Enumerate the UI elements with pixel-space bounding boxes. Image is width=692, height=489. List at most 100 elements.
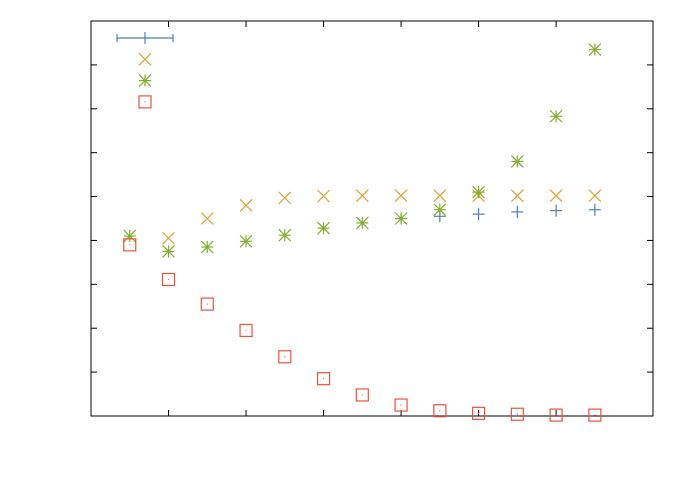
marker-stroke [472, 185, 486, 199]
data-point [394, 189, 408, 203]
marker-stroke [161, 272, 176, 287]
marker-stroke [549, 408, 563, 422]
marker-dot [400, 404, 402, 406]
marker-stroke [278, 191, 292, 205]
marker-stroke [549, 109, 563, 123]
marker-stroke [317, 189, 330, 203]
data-point [355, 216, 369, 230]
data-point [471, 406, 486, 420]
data-point [278, 228, 292, 242]
data-point [200, 212, 214, 225]
series-4 [123, 238, 602, 422]
marker-stroke [510, 189, 524, 203]
marker-dot [245, 329, 247, 332]
marker-dot [206, 303, 208, 305]
marker-stroke [394, 212, 408, 225]
legend-entry-2 [138, 52, 152, 66]
data-point [588, 43, 602, 56]
marker-stroke [162, 231, 175, 245]
marker-stroke [355, 189, 369, 203]
data-point [472, 185, 486, 199]
marker-stroke [433, 203, 447, 217]
data-point [549, 109, 563, 123]
marker-dot [555, 414, 557, 416]
marker-stroke [239, 198, 253, 212]
axes [90, 20, 654, 417]
marker-stroke [510, 407, 524, 421]
marker-stroke [138, 74, 152, 88]
data-point [123, 229, 137, 243]
marker-stroke [433, 404, 447, 418]
data-point [510, 407, 524, 421]
data-point [588, 203, 601, 216]
marker-stroke [200, 240, 214, 254]
data-point [161, 272, 176, 287]
marker-stroke [317, 221, 330, 235]
marker-stroke [138, 52, 152, 66]
legend-entry-3 [138, 74, 152, 88]
marker-stroke [394, 189, 408, 203]
legend [116, 32, 174, 109]
data-point [239, 323, 253, 338]
legend-marker [138, 95, 152, 109]
data-point [317, 189, 330, 203]
marker-stroke [162, 244, 175, 258]
marker-dot [361, 394, 363, 396]
data-point [549, 189, 563, 203]
data-point [239, 198, 253, 212]
plot-frame [90, 20, 654, 417]
data-point [394, 398, 408, 412]
legend-entry-4 [138, 95, 152, 109]
data-point [433, 404, 447, 418]
marker-stroke [200, 297, 214, 311]
marker-stroke [123, 238, 137, 252]
marker-stroke [316, 372, 331, 386]
data-point [510, 155, 524, 168]
marker-dot [322, 378, 325, 380]
marker-dot [594, 414, 596, 416]
data-point [317, 221, 330, 235]
data-point [200, 240, 214, 254]
marker-stroke [355, 216, 369, 230]
marker-stroke [355, 388, 369, 402]
marker-stroke [239, 323, 253, 338]
marker-dot [516, 413, 518, 415]
data-point [472, 208, 485, 221]
marker-stroke [588, 408, 602, 422]
marker-stroke [138, 95, 152, 109]
data-point [433, 189, 447, 203]
marker-dot [144, 101, 146, 103]
data-point [433, 203, 447, 217]
data-point [511, 205, 524, 218]
marker-dot [439, 410, 441, 412]
series-2 [162, 189, 602, 245]
data-point [549, 408, 563, 422]
data-point [550, 204, 563, 217]
marker-stroke [394, 398, 408, 412]
marker-dot [129, 244, 131, 246]
marker-stroke [549, 189, 563, 203]
marker-stroke [510, 155, 524, 168]
data-point [200, 297, 214, 311]
data-point [394, 212, 408, 225]
data-point [123, 238, 137, 252]
marker-stroke [278, 350, 292, 364]
data-point [239, 234, 253, 248]
data-point [162, 244, 175, 258]
series-3 [123, 43, 602, 258]
data-series [123, 43, 602, 422]
data-point [588, 189, 602, 203]
data-point [162, 231, 175, 245]
marker-stroke [239, 234, 253, 248]
marker-dot [167, 278, 170, 281]
series-1 [395, 203, 601, 225]
marker-stroke [588, 189, 602, 203]
data-point [588, 408, 602, 422]
data-point [355, 388, 369, 402]
marker-dot [477, 412, 480, 414]
marker-stroke [200, 212, 214, 225]
legend-marker [138, 52, 152, 66]
marker-dot [284, 356, 286, 358]
